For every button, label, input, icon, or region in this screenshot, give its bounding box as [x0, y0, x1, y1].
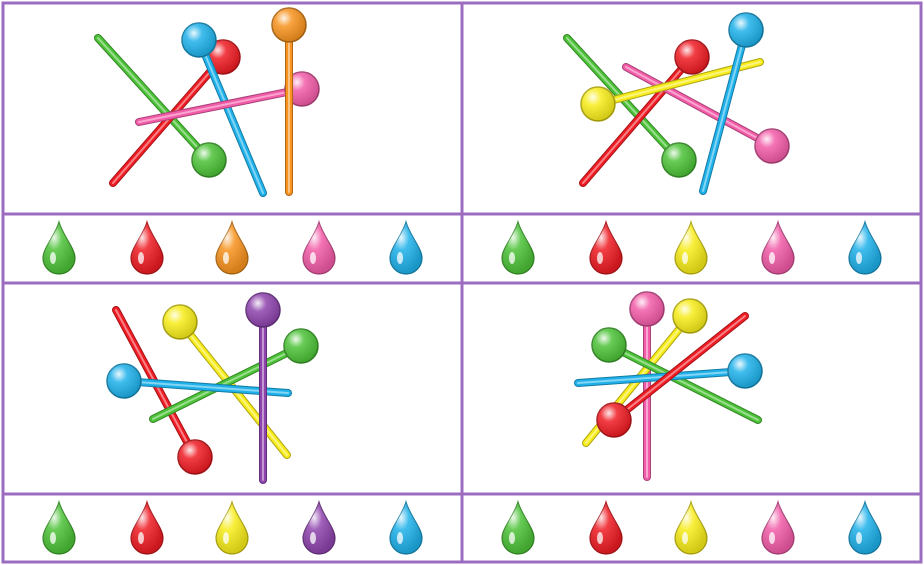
puzzle-2-stick-red-shaft: [580, 54, 695, 186]
puzzle-4-stick-green-ball-gloss: [592, 328, 626, 362]
puzzle-4-option-yellow-drop-highlight: [682, 532, 688, 544]
puzzle-1-stick-orange-ball-gloss: [272, 8, 306, 42]
puzzle-2-stick-red-shine: [582, 56, 693, 184]
puzzle-1-option-green-drop-highlight: [50, 252, 56, 264]
puzzle-3-stick-blue-ball-gloss: [107, 364, 141, 398]
puzzle-1-stick-green-shaft: [95, 35, 212, 163]
puzzle-2-stick-pink-shaft: [623, 64, 775, 149]
puzzle-4-stick-blue-shaft: [575, 368, 748, 386]
puzzle-4-stick-green: [591, 327, 762, 424]
puzzle-3-option-blue-drop-highlight: [397, 532, 403, 544]
puzzle-1-stick-pink-shaft: [136, 86, 305, 125]
puzzle-4-option-red-drop-highlight: [597, 532, 603, 544]
puzzle-4-option-yellow-drop[interactable]: [674, 499, 708, 555]
puzzle-3-option-red-drop[interactable]: [130, 499, 164, 555]
puzzle-3-stick-green-shine: [152, 345, 302, 420]
puzzle-4-stick-green-shaft: [606, 342, 761, 423]
puzzle-4-option-red-drop[interactable]: [589, 499, 623, 555]
puzzle-2-option-red-drop-highlight: [597, 252, 603, 264]
puzzle-4-stick-pink-ball-gloss: [630, 292, 664, 326]
puzzle-2-stick-blue-shaft: [700, 27, 749, 194]
puzzle-3-option-purple-drop-highlight: [310, 532, 316, 544]
puzzle-2-stick-area: [460, 1, 923, 216]
puzzle-2-stick-red-ball-gloss: [675, 40, 709, 74]
puzzle-2-option-blue-drop-highlight: [856, 252, 862, 264]
puzzle-1-option-red-drop[interactable]: [130, 219, 164, 275]
puzzle-4-option-blue-drop-highlight: [856, 532, 862, 544]
puzzle-4-stick-yellow-ball-gloss: [673, 299, 707, 333]
puzzle-4-stick-green-shine: [608, 344, 759, 421]
puzzle-3-stick-yellow-ball-gloss: [163, 305, 197, 339]
puzzle-4-stick-blue-ball-gloss: [728, 354, 762, 388]
puzzle-4-option-pink-drop-highlight: [769, 532, 775, 544]
puzzle-1-stick-blue-ball-gloss: [182, 23, 216, 57]
puzzle-3-option-yellow-drop[interactable]: [215, 499, 249, 555]
puzzle-4-stick-blue-shine: [577, 370, 746, 384]
puzzle-4-option-green-drop[interactable]: [501, 499, 535, 555]
puzzle-3-stick-green-ball-gloss: [284, 329, 318, 363]
puzzle-2-option-green-drop-highlight: [509, 252, 515, 264]
puzzle-1-stick-blue: [181, 22, 267, 197]
puzzle-2-stick-blue-ball-gloss: [729, 13, 763, 47]
puzzle-2-option-yellow-drop[interactable]: [674, 219, 708, 275]
puzzle-3-option-green-drop[interactable]: [42, 499, 76, 555]
puzzle-2-stick-blue-shine: [702, 29, 747, 192]
puzzle-1-option-orange-drop-highlight: [223, 252, 229, 264]
puzzle-4-option-pink-drop[interactable]: [761, 499, 795, 555]
sticks-layer: [94, 7, 790, 484]
puzzle-1-option-orange-drop[interactable]: [215, 219, 249, 275]
puzzle-1-option-green-drop[interactable]: [42, 219, 76, 275]
puzzle-2-stick-pink-shine: [625, 66, 773, 147]
puzzle-2-option-blue-drop[interactable]: [848, 219, 882, 275]
puzzle-1-option-pink-drop-highlight: [310, 252, 316, 264]
puzzle-2-option-yellow-drop-highlight: [682, 252, 688, 264]
puzzle-3-stick-green-shaft: [150, 343, 304, 422]
puzzle-2-stick-green-ball-gloss: [662, 143, 696, 177]
puzzle-3-option-purple-drop[interactable]: [302, 499, 336, 555]
puzzle-1-stick-blue-shine: [198, 39, 264, 194]
puzzle-4-stick-red-ball-gloss: [597, 403, 631, 437]
puzzle-1-stick-green-shine: [97, 37, 210, 161]
color-options-layer: [42, 219, 882, 555]
puzzle-1-option-blue-drop[interactable]: [389, 219, 423, 275]
puzzle-2-stick-pink: [622, 63, 790, 164]
puzzle-1-stick-area: [1, 1, 464, 216]
puzzle-1-stick-blue-shaft: [196, 37, 266, 196]
puzzle-1-stick-pink-ball-gloss: [285, 72, 319, 106]
puzzle-3-stick-purple-ball-gloss: [246, 293, 280, 327]
puzzle-3-stick-purple: [245, 292, 281, 484]
puzzle-2-option-pink-drop[interactable]: [761, 219, 795, 275]
puzzle-1-stick-orange: [271, 7, 307, 196]
puzzle-2-option-pink-drop-highlight: [769, 252, 775, 264]
puzzle-1-option-pink-drop[interactable]: [302, 219, 336, 275]
puzzle-4-stick-red: [596, 312, 749, 438]
puzzle-4-stick-blue: [574, 353, 763, 389]
puzzle-4-stick-red-shaft: [611, 313, 748, 423]
puzzle-2-option-green-drop[interactable]: [501, 219, 535, 275]
puzzle-3-stick-red-ball-gloss: [178, 440, 212, 474]
puzzle-4-stick-red-shine: [613, 315, 746, 421]
puzzle-3-option-blue-drop[interactable]: [389, 499, 423, 555]
puzzle-3-option-red-drop-highlight: [138, 532, 144, 544]
puzzle-2-stick-blue: [699, 12, 764, 195]
puzzle-2-option-red-drop[interactable]: [589, 219, 623, 275]
puzzle-1-stick-pink-shine: [138, 88, 303, 123]
puzzle-3-stick-green: [149, 328, 319, 423]
puzzle-3-option-green-drop-highlight: [50, 532, 56, 544]
puzzle-2-stick-red: [579, 39, 710, 187]
puzzle-3-option-yellow-drop-highlight: [223, 532, 229, 544]
puzzle-1-stick-pink: [135, 71, 320, 126]
puzzle-1-option-red-drop-highlight: [138, 252, 144, 264]
puzzle-1-option-blue-drop-highlight: [397, 252, 403, 264]
puzzle-4-option-blue-drop[interactable]: [848, 499, 882, 555]
puzzle-1-stick-green: [94, 34, 227, 178]
puzzle-2-stick-pink-ball-gloss: [755, 129, 789, 163]
puzzle-1-stick-green-ball-gloss: [192, 143, 226, 177]
puzzle-4-option-green-drop-highlight: [509, 532, 515, 544]
puzzle-2-stick-yellow-ball-gloss: [581, 87, 615, 121]
